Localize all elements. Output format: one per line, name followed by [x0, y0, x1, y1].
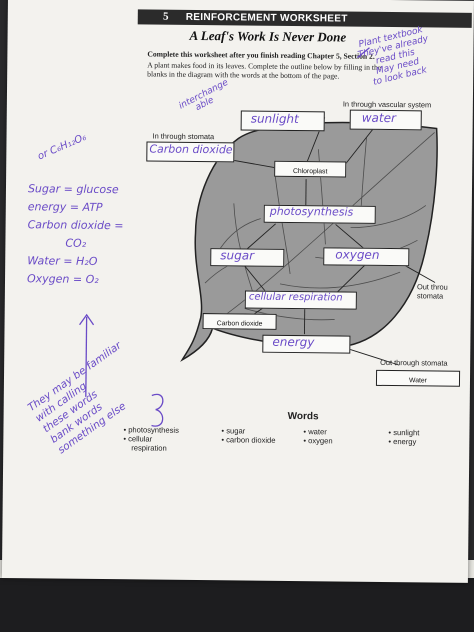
- arrow-up-line: [85, 316, 88, 397]
- arrow-up-head: [79, 313, 95, 326]
- worksheet-page: 5 REINFORCEMENT WORKSHEET A Leaf's Work …: [1, 0, 474, 583]
- arrow-to-section: [356, 47, 370, 59]
- brace-mark: [151, 393, 164, 427]
- annotation-arrows: [79, 47, 370, 427]
